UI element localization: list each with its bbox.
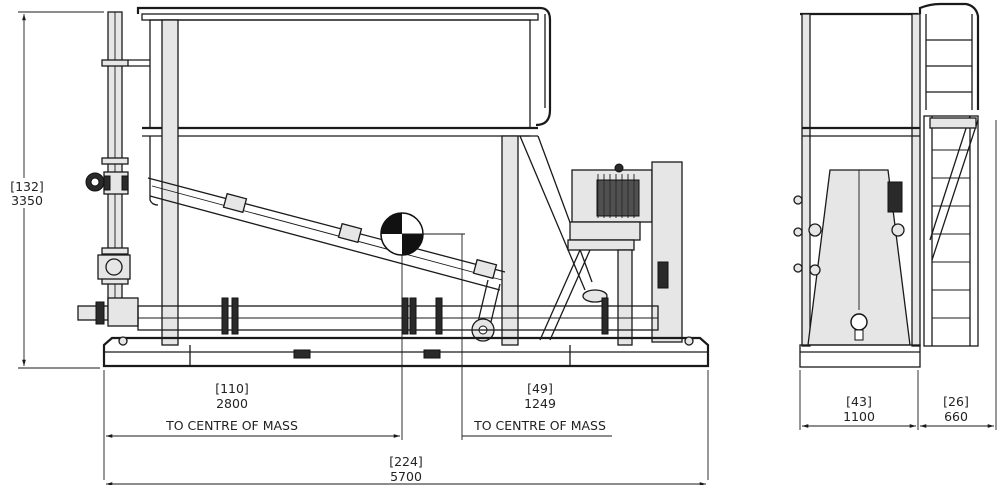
length-metric: 5700 — [390, 469, 422, 484]
com-left-imperial: [110] — [215, 381, 249, 396]
com-right-imperial: [49] — [527, 381, 553, 396]
tank — [141, 13, 593, 291]
end-top-rail — [800, 12, 921, 347]
height-dimension: [132] 3350 — [4, 14, 50, 366]
com-left-dimension: [110] 2800 TO CENTRE OF MASS — [106, 381, 400, 438]
com-right-metric: 1249 — [524, 396, 556, 411]
handrail — [136, 6, 552, 127]
width-metric: 1100 — [843, 409, 875, 424]
skid-base — [102, 336, 710, 368]
end-hopper — [793, 169, 911, 346]
side-view: [132] 3350 [110] 2800 TO CENTRE OF MASS … — [4, 6, 710, 485]
end-extension-lines — [799, 120, 997, 430]
vertical-pipe — [101, 11, 150, 313]
access-ladder — [918, 2, 980, 347]
drive-motor — [569, 161, 683, 343]
ladder-imperial: [26] — [943, 394, 969, 409]
end-base — [799, 344, 921, 368]
end-width-dimension: [43] 1100 — [802, 394, 916, 428]
ladder-metric: 660 — [944, 409, 968, 424]
com-left-caption: TO CENTRE OF MASS — [165, 418, 298, 433]
centre-of-mass-symbol — [380, 212, 465, 440]
frame-legs — [161, 19, 519, 346]
length-imperial: [224] — [389, 454, 423, 469]
com-right-caption: TO CENTRE OF MASS — [473, 418, 606, 433]
end-view: [43] 1100 [26] 660 — [793, 2, 997, 430]
length-dimension: [224] 5700 — [106, 454, 706, 485]
ladder-dimension: [26] 660 — [920, 394, 994, 428]
height-metric: 3350 — [11, 193, 43, 208]
handwheel-valve — [85, 171, 129, 195]
width-imperial: [43] — [846, 394, 872, 409]
extension-lines — [18, 11, 709, 480]
lower-valve — [97, 254, 131, 280]
com-right-dimension: [49] 1249 TO CENTRE OF MASS — [462, 381, 612, 437]
inlet-nozzle — [77, 297, 139, 327]
horizontal-pipe — [137, 297, 659, 335]
motor-stand — [539, 239, 635, 346]
height-imperial: [132] — [10, 179, 44, 194]
inclined-conveyor — [147, 177, 506, 342]
com-left-metric: 2800 — [216, 396, 248, 411]
